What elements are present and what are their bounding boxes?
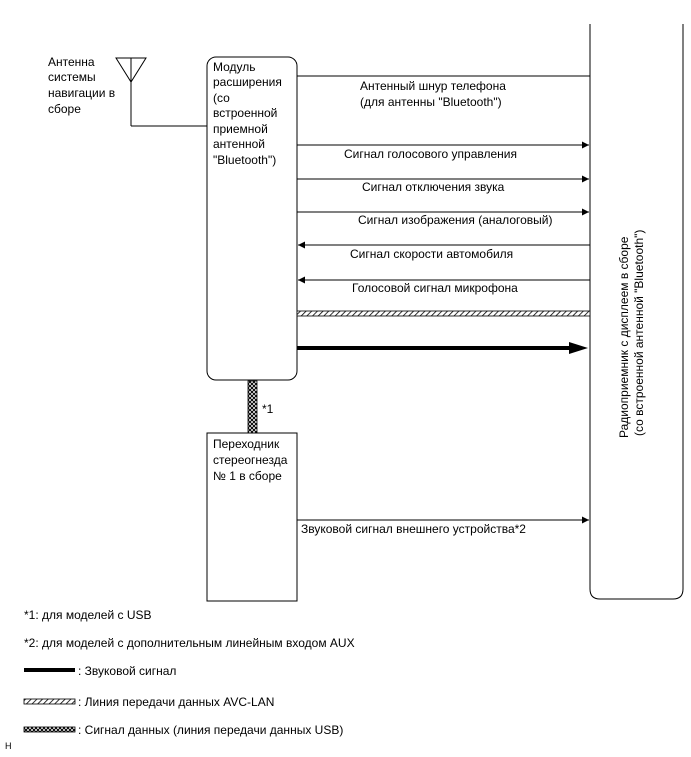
radio-receiver-label: Радиоприемник с дисплеем в сборе (со вст… — [617, 230, 646, 438]
audio-signal-arrow — [297, 342, 588, 354]
speed-signal-label: Сигнал скорости автомобиля — [350, 247, 513, 261]
phone-antenna-label-line: (для антенны "Bluetooth") — [360, 95, 502, 109]
radio-label-line: Радиоприемник с дисплеем в сборе — [617, 236, 631, 438]
legend-usb-data-symbol — [23, 726, 76, 733]
legend-avc-lan-symbol — [23, 698, 76, 705]
module-label-line: Модуль — [213, 60, 256, 74]
footnote-aux: *2: для моделей с дополнительным линейны… — [24, 636, 355, 650]
usb-data-line — [247, 380, 258, 434]
phone-antenna-label-line: Антенный шнур телефона — [360, 79, 506, 93]
voice-control-signal-label: Сигнал голосового управления — [344, 147, 517, 161]
antenna-label: Антенна системы навигации в сборе — [48, 55, 119, 116]
module-label-line: "Bluetooth") — [213, 153, 276, 167]
footnote-usb: *1: для моделей с USB — [24, 608, 152, 622]
antenna-label-line: навигации в — [48, 86, 115, 100]
adapter-label-line: стереогнезда — [213, 453, 288, 467]
legend-audio-label: : Звуковой сигнал — [78, 664, 177, 678]
image-signal-label: Сигнал изображения (аналоговый) — [358, 213, 552, 227]
antenna-icon — [115, 57, 207, 127]
extension-module-box — [206, 56, 298, 381]
adapter-label-line: № 1 в сборе — [213, 469, 282, 483]
extension-module-label: Модуль расширения (со встроенной приемно… — [213, 60, 285, 167]
antenna-label-line: сборе — [48, 102, 81, 116]
module-label-line: приемной — [213, 122, 268, 136]
radio-receiver-box — [589, 24, 684, 600]
radio-label-line: (со встроенной антенной "Bluetooth") — [632, 230, 646, 436]
legend-usb-data-label: : Сигнал данных (линия передачи данных U… — [78, 723, 344, 737]
module-label-line: (со — [213, 91, 230, 105]
legend-audio-symbol — [24, 668, 75, 672]
adapter-label-line: Переходник — [213, 437, 280, 451]
module-label-line: встроенной — [213, 106, 277, 120]
module-label-line: расширения — [213, 75, 282, 89]
avc-lan-line — [296, 310, 591, 317]
module-label-line: антенной — [213, 137, 265, 151]
footer-mark: H — [5, 741, 12, 751]
stereo-adapter-label: Переходник стереогнезда № 1 в сборе — [213, 437, 291, 483]
mute-signal-label: Сигнал отключения звука — [362, 180, 505, 194]
antenna-label-line: системы — [48, 70, 96, 84]
mic-signal-label: Голосовой сигнал микрофона — [352, 281, 518, 295]
antenna-label-line: Антенна — [48, 55, 95, 69]
usb-marker-label: *1 — [262, 402, 274, 416]
stereo-adapter-box — [206, 432, 298, 602]
phone-antenna-label: Антенный шнур телефона (для антенны "Blu… — [360, 79, 509, 109]
legend-avc-lan-label: : Линия передачи данных AVC-LAN — [78, 695, 275, 709]
external-audio-signal-label: Звуковой сигнал внешнего устройства*2 — [301, 522, 526, 536]
